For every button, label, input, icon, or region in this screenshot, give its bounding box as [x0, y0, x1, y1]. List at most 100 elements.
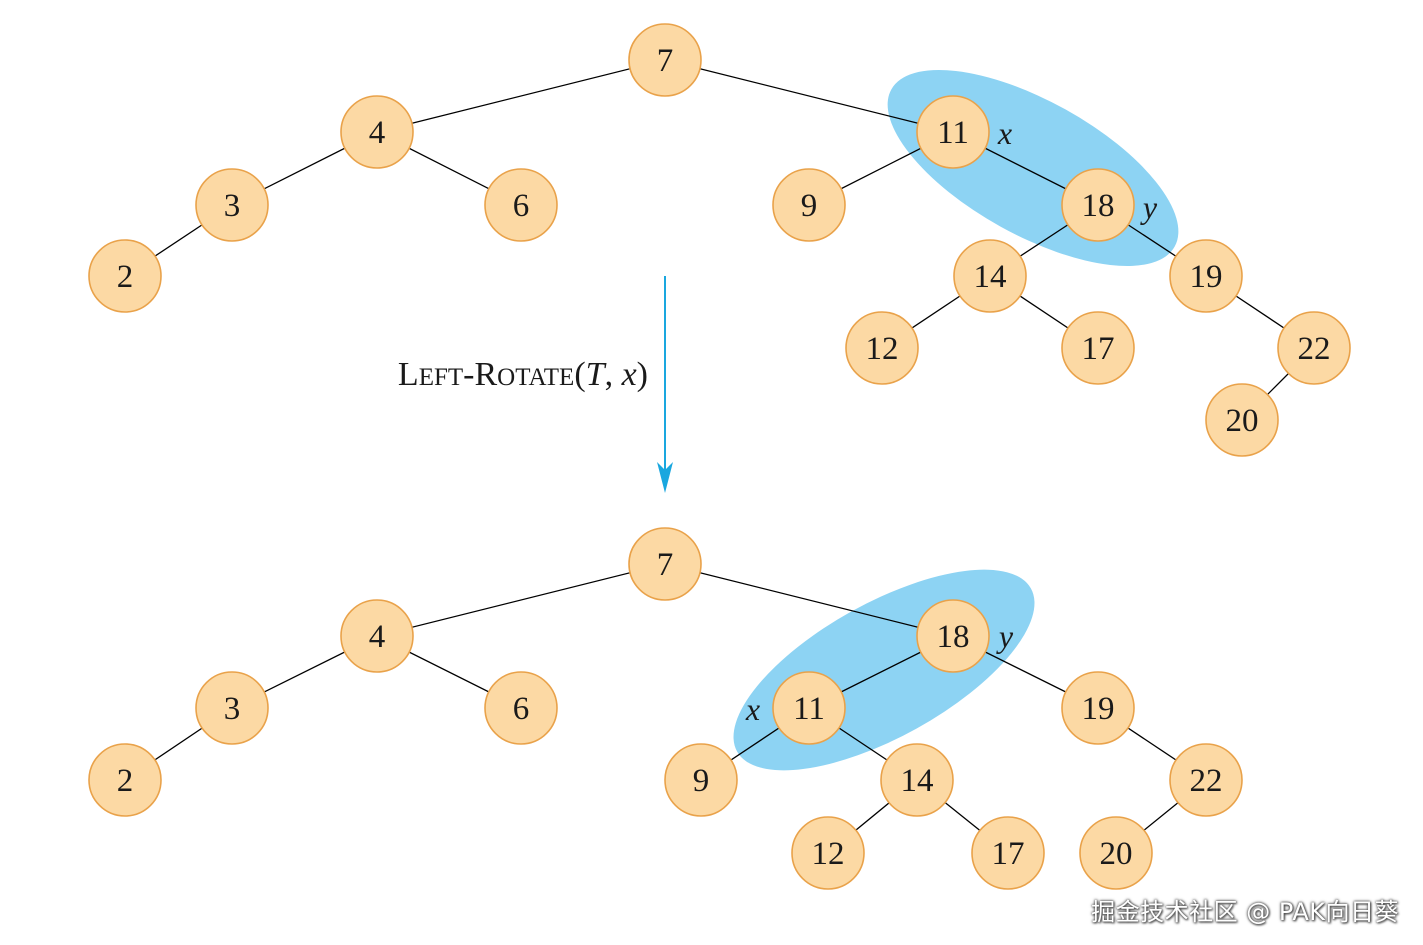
- after-node-12: 12: [791, 816, 865, 890]
- after-x-label: x: [745, 691, 760, 727]
- after-node-circle: [880, 743, 954, 817]
- before-tree-nodes: 7 4 11 3 6 9 18 2 14 19 12 17 22 20: [88, 23, 1351, 457]
- after-node-2: 2: [88, 743, 162, 817]
- after-node-label: 6: [513, 691, 530, 727]
- before-node-11: 11: [916, 95, 990, 169]
- after-node-17: 17: [971, 816, 1045, 890]
- before-node-2: 2: [88, 239, 162, 313]
- after-tree-edges: [124, 563, 1207, 854]
- after-node-circle: [628, 527, 702, 601]
- before-node-label: 22: [1298, 331, 1331, 367]
- before-node-19: 19: [1169, 239, 1243, 313]
- before-node-7: 7: [628, 23, 702, 97]
- after-node-circle: [971, 816, 1045, 890]
- after-node-circle: [1169, 743, 1243, 817]
- after-node-label: 11: [793, 691, 825, 727]
- after-y-label: y: [996, 618, 1014, 654]
- after-node-label: 9: [693, 763, 710, 799]
- watermark: 掘金技术社区 @ PAK向日葵: [1091, 898, 1399, 926]
- after-node-label: 4: [369, 619, 386, 655]
- after-node-label: 18: [937, 619, 970, 655]
- after-node-label: 20: [1100, 836, 1133, 872]
- after-edge-7-4: [376, 563, 666, 637]
- before-node-4: 4: [340, 95, 414, 169]
- after-node-19: 19: [1061, 671, 1135, 745]
- before-node-label: 9: [801, 188, 818, 224]
- before-node-circle: [845, 311, 919, 385]
- before-node-label: 7: [657, 43, 674, 79]
- before-highlight-ellipse: [887, 70, 1179, 266]
- after-node-label: 2: [117, 763, 134, 799]
- after-node-circle: [1061, 671, 1135, 745]
- before-node-22: 22: [1277, 311, 1351, 385]
- after-node-circle: [88, 743, 162, 817]
- after-node-circle: [772, 671, 846, 745]
- after-node-20: 20: [1079, 816, 1153, 890]
- before-node-9: 9: [772, 168, 846, 242]
- before-edge-7-4: [376, 59, 666, 133]
- before-node-circle: [195, 168, 269, 242]
- before-node-circle: [484, 168, 558, 242]
- after-node-label: 19: [1082, 691, 1115, 727]
- before-node-14: 14: [953, 239, 1027, 313]
- before-node-label: 12: [866, 331, 899, 367]
- after-node-label: 14: [901, 763, 934, 799]
- after-node-circle: [484, 671, 558, 745]
- after-tree-nodes: 7 4 18 3 6 11 19 2 9 14 22 12 17 20: [88, 527, 1243, 890]
- after-node-circle: [1079, 816, 1153, 890]
- before-node-6: 6: [484, 168, 558, 242]
- before-node-circle: [953, 239, 1027, 313]
- before-node-label: 19: [1190, 259, 1223, 295]
- after-node-6: 6: [484, 671, 558, 745]
- after-node-label: 3: [224, 691, 241, 727]
- after-node-4: 4: [340, 599, 414, 673]
- before-node-label: 2: [117, 259, 134, 295]
- before-node-circle: [772, 168, 846, 242]
- before-node-label: 6: [513, 188, 530, 224]
- after-node-circle: [664, 743, 738, 817]
- after-node-label: 7: [657, 547, 674, 583]
- before-node-circle: [1169, 239, 1243, 313]
- before-edge-7-11: [664, 59, 954, 133]
- before-node-circle: [916, 95, 990, 169]
- before-node-circle: [628, 23, 702, 97]
- after-edge-7-18: [664, 563, 954, 637]
- after-node-circle: [340, 599, 414, 673]
- after-node-label: 17: [992, 836, 1025, 872]
- after-node-18: 18: [916, 599, 990, 673]
- before-node-circle: [1061, 311, 1135, 385]
- before-node-18: 18: [1061, 168, 1135, 242]
- after-node-22: 22: [1169, 743, 1243, 817]
- before-node-circle: [1061, 168, 1135, 242]
- operation-arrow-head-icon: [657, 462, 673, 493]
- before-x-label: x: [997, 115, 1012, 151]
- after-node-circle: [916, 599, 990, 673]
- before-node-20: 20: [1205, 383, 1279, 457]
- before-node-label: 14: [974, 259, 1007, 295]
- after-node-label: 22: [1190, 763, 1223, 799]
- before-node-label: 18: [1082, 188, 1115, 224]
- after-node-11: 11: [772, 671, 846, 745]
- before-node-circle: [88, 239, 162, 313]
- before-node-label: 17: [1082, 331, 1115, 367]
- before-node-17: 17: [1061, 311, 1135, 385]
- after-node-9: 9: [664, 743, 738, 817]
- before-node-circle: [340, 95, 414, 169]
- after-node-7: 7: [628, 527, 702, 601]
- before-node-label: 20: [1226, 403, 1259, 439]
- after-node-circle: [195, 671, 269, 745]
- before-node-circle: [1277, 311, 1351, 385]
- after-node-circle: [791, 816, 865, 890]
- before-node-12: 12: [845, 311, 919, 385]
- before-node-label: 11: [937, 115, 969, 151]
- after-node-label: 12: [812, 836, 845, 872]
- after-node-3: 3: [195, 671, 269, 745]
- before-node-label: 3: [224, 188, 241, 224]
- before-node-label: 4: [369, 115, 386, 151]
- before-node-circle: [1205, 383, 1279, 457]
- after-node-14: 14: [880, 743, 954, 817]
- before-node-3: 3: [195, 168, 269, 242]
- before-y-label: y: [1140, 189, 1158, 225]
- operation-label: LEFT-ROTATE(T, x): [398, 356, 648, 393]
